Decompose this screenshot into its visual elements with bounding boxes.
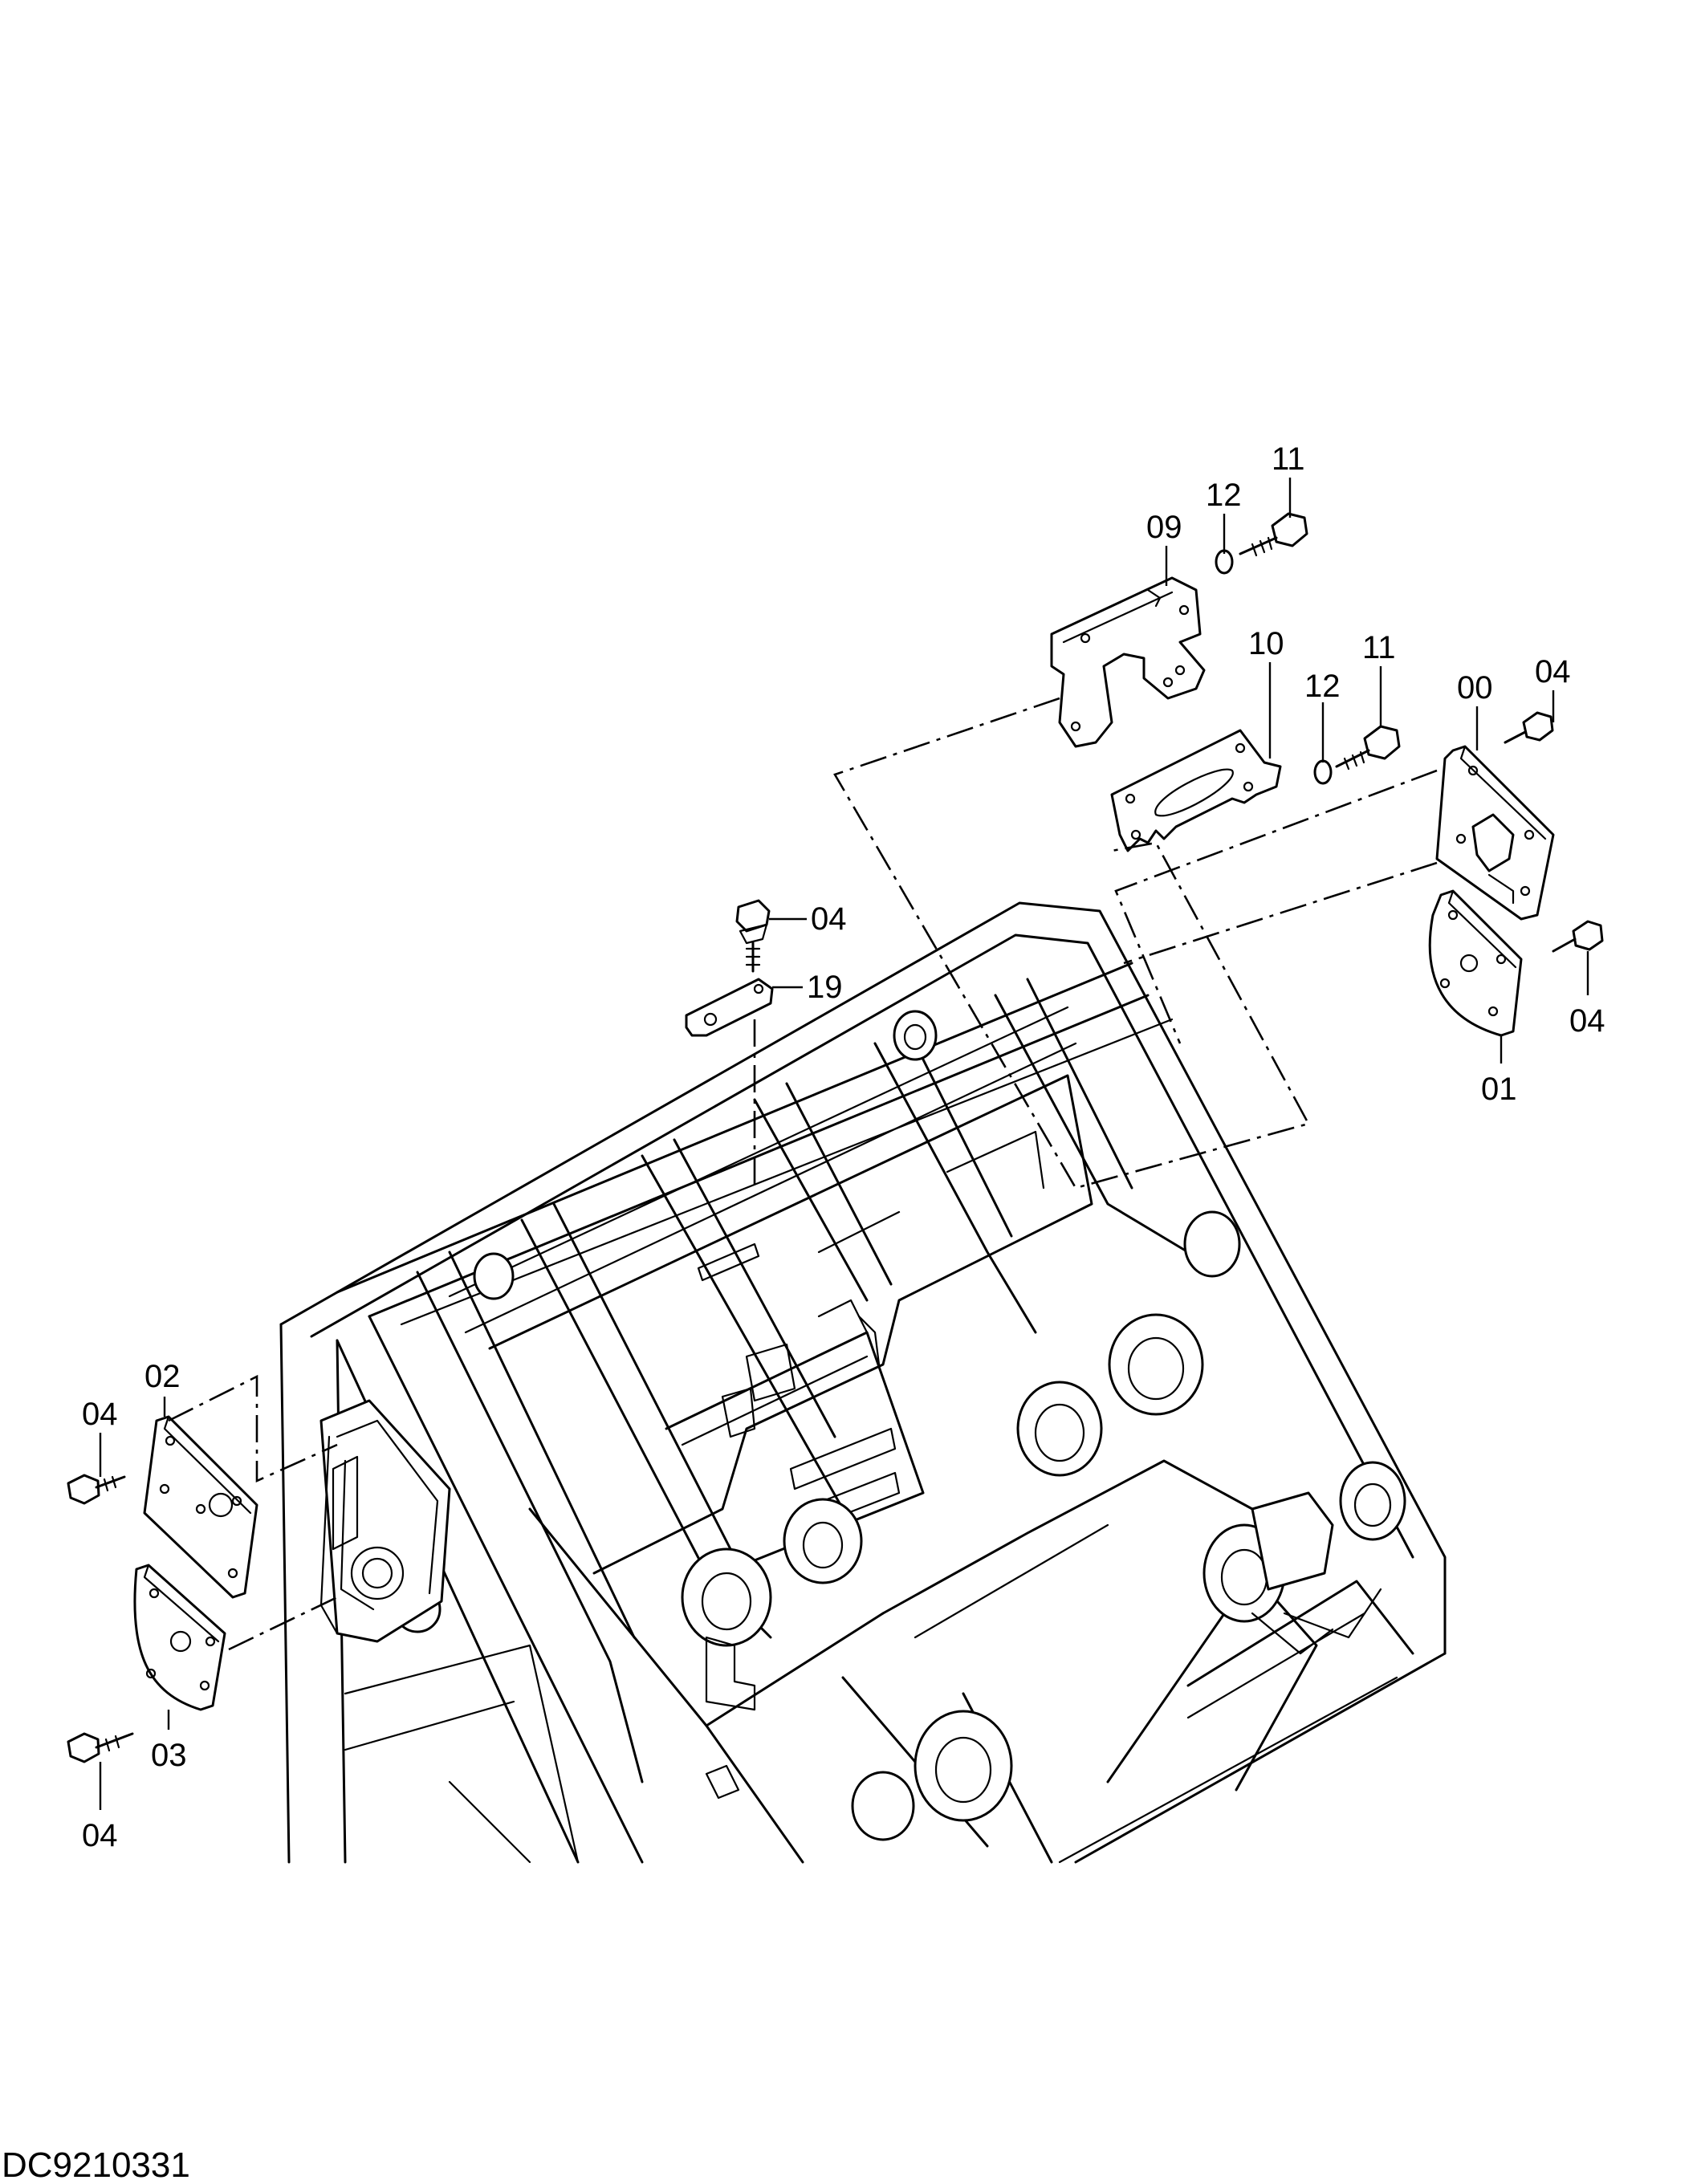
boss-top-2 [473,1252,515,1300]
bolt-04-upper-right [1504,711,1554,744]
label-03: 03 [151,1738,187,1773]
washer-12-lower [1313,759,1333,785]
label-02: 02 [144,1359,181,1394]
label-04-lower-right: 04 [1569,1003,1605,1039]
part-10-plate [1110,729,1282,852]
label-19: 19 [807,970,843,1005]
boss-center [1183,1210,1241,1278]
boss-rib4 [1108,1313,1204,1416]
boss-lower-center [914,1710,1013,1822]
label-01: 01 [1481,1072,1517,1107]
bolt-11-upper [1239,512,1308,557]
bolt-04-top [735,899,771,973]
label-11-upper: 11 [1272,441,1305,477]
leader-lines [99,478,1589,1810]
bolt-04-left-upper [67,1474,126,1505]
boss-rib1 [681,1548,772,1647]
bolt-04-lower-right [1552,920,1604,953]
label-12-lower: 12 [1304,669,1341,704]
bolt-04-left-lower [67,1732,134,1763]
part-02-cover [143,1415,258,1599]
assembly-lines [168,697,1438,1651]
label-04-left-lower: 04 [82,1818,118,1853]
part-03-cap [133,1564,226,1711]
washer-12-upper [1215,549,1234,575]
label-00: 00 [1457,670,1493,706]
label-04-left-upper: 04 [82,1397,118,1432]
part-labels: 11 12 09 10 11 12 00 04 04 01 04 19 02 0… [82,441,1605,1853]
part-01-cap [1428,889,1523,1037]
part-09-bracket [1050,576,1206,748]
boss-rib2 [783,1498,863,1584]
label-09: 09 [1146,510,1182,545]
label-11-lower: 11 [1362,630,1396,665]
bolt-11-lower [1335,725,1401,771]
main-frame [279,901,1447,1864]
label-04-upper-right: 04 [1535,654,1571,689]
label-04-top: 04 [811,901,847,937]
boss-rib3 [1016,1381,1103,1477]
drawing-code: DC9210331 [2,2145,190,2184]
label-12-upper: 12 [1206,478,1242,513]
part-19-strap [685,978,774,1037]
boss-lower-left [851,1771,915,1841]
boss-far-right [1339,1461,1406,1541]
label-10: 10 [1248,626,1284,661]
boss-top-1 [893,1010,938,1061]
part-00-cover [1435,745,1555,921]
